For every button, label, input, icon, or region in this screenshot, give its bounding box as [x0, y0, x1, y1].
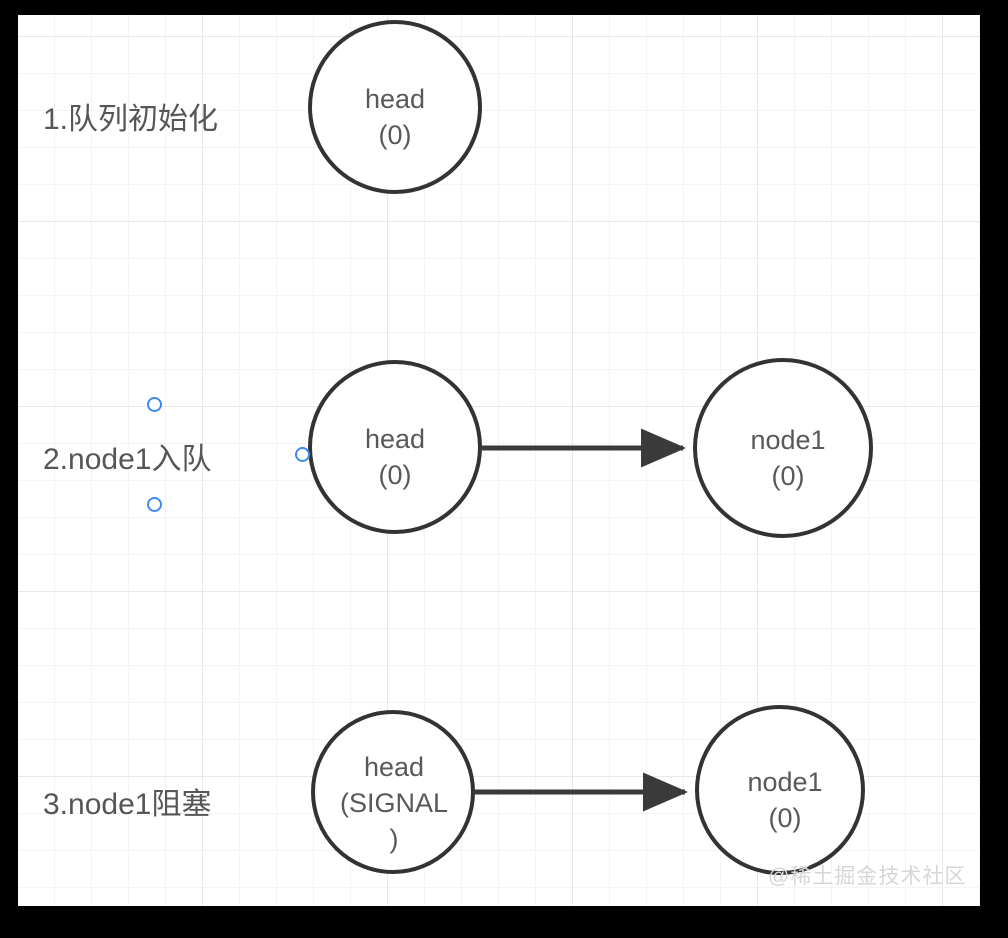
node-node1-2[interactable] — [693, 358, 873, 538]
connection-handle-bottom-icon[interactable] — [147, 497, 162, 512]
connection-handle-right-icon[interactable] — [295, 447, 310, 462]
watermark: @稀土掘金技术社区 — [768, 865, 967, 888]
node-head-1[interactable] — [308, 20, 482, 194]
diagram-svg — [308, 20, 873, 875]
node-node1-3[interactable] — [695, 705, 865, 875]
diagram-canvas[interactable]: 1.队列初始化 2.node1入队 3.node1阻塞 head (0) hea… — [18, 15, 980, 906]
row-label-node1-enqueue: 2.node1入队 — [43, 443, 212, 476]
node-head-3[interactable] — [311, 710, 475, 874]
row-label-queue-init: 1.队列初始化 — [43, 103, 219, 136]
connection-handle-top-icon[interactable] — [147, 397, 162, 412]
row-label-node1-blocked: 3.node1阻塞 — [43, 788, 212, 821]
node-head-2[interactable] — [308, 360, 482, 534]
